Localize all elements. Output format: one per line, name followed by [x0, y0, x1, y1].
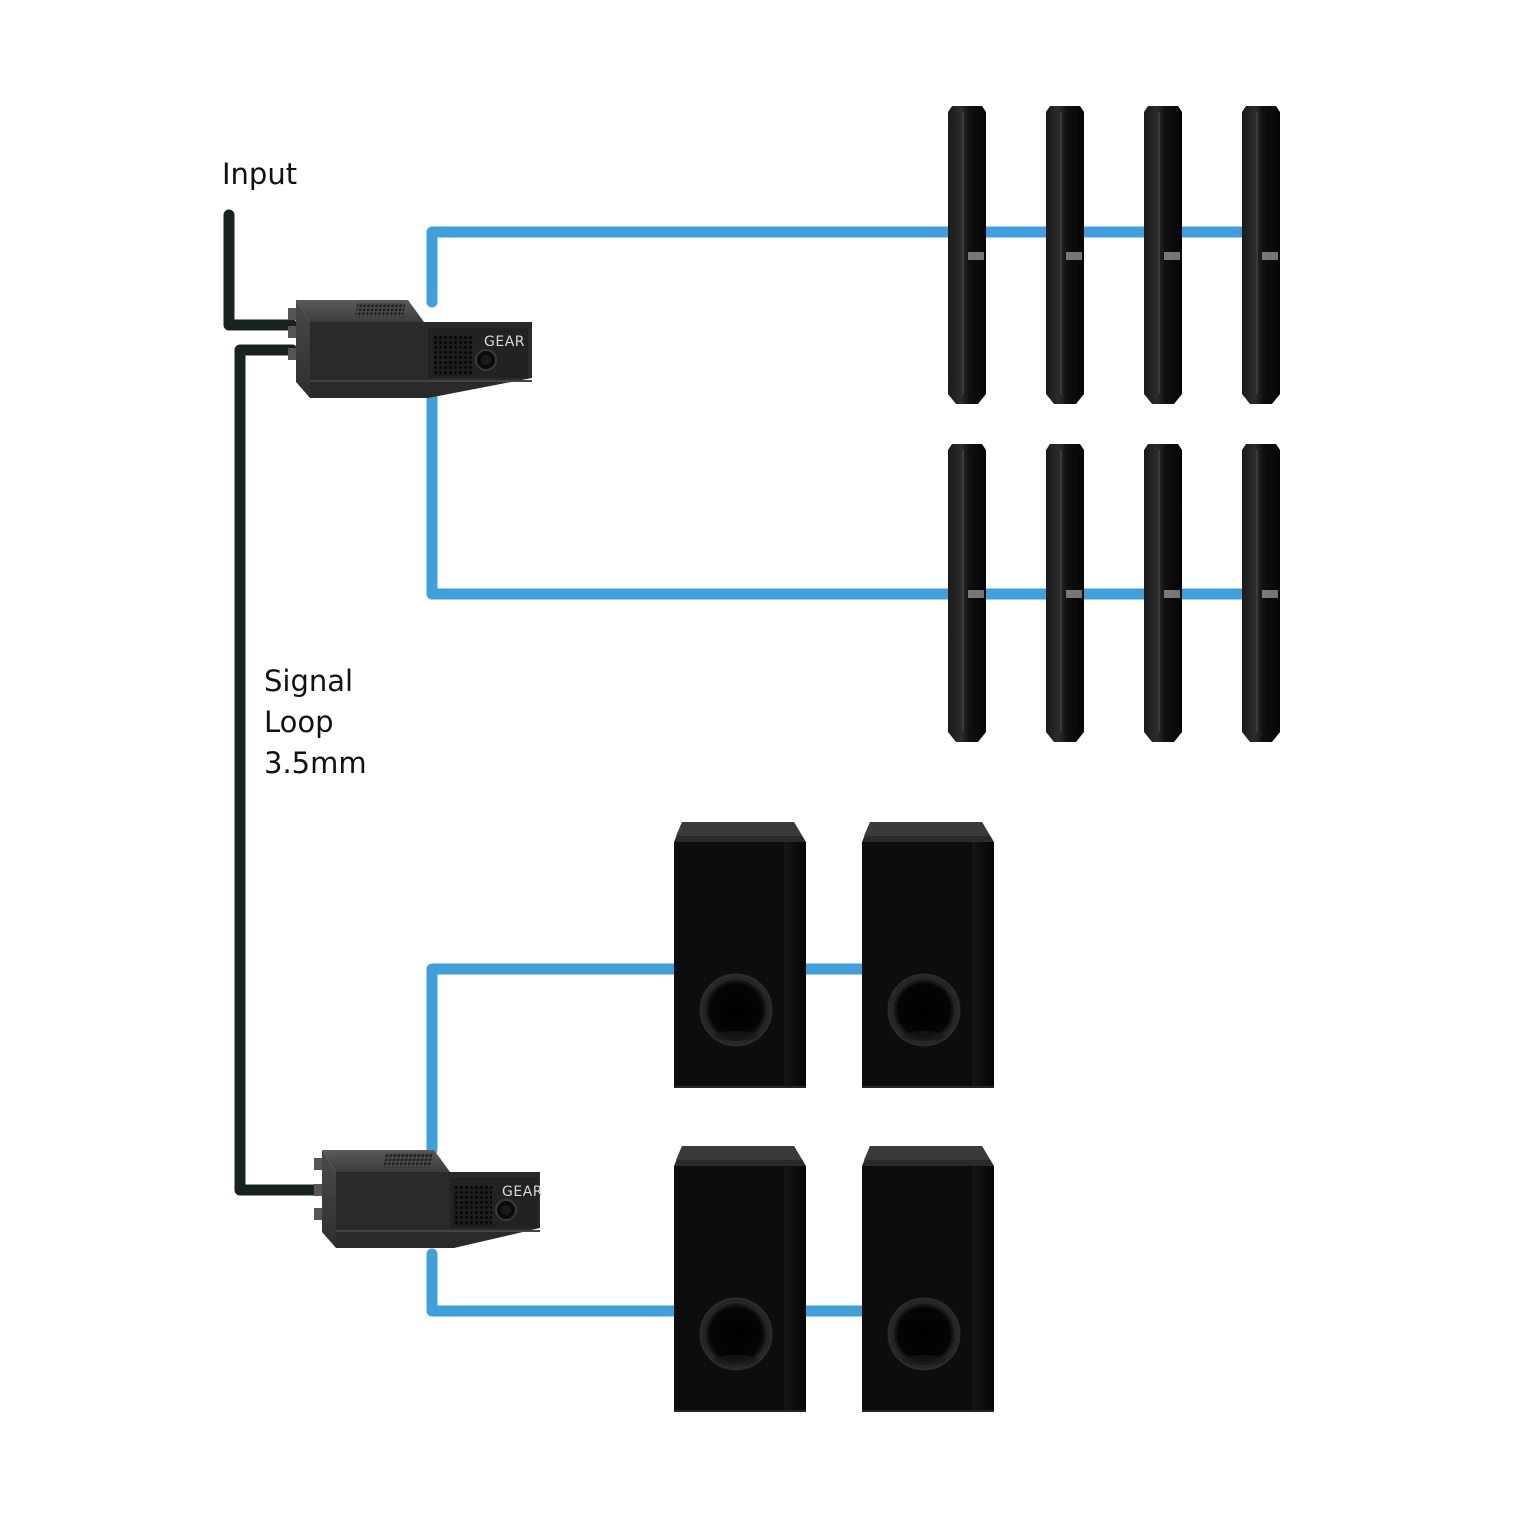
speaker-cables — [426, 226, 1268, 1317]
amplifier-top: GEAR — [288, 300, 532, 398]
cable-top-column-row — [426, 226, 1268, 308]
amplifier-brand-label: GEAR — [484, 334, 525, 350]
amplifier-icon: GEAR — [288, 300, 532, 398]
subwoofer-icon — [674, 822, 806, 1088]
cable-top-sub-row — [426, 963, 886, 1156]
column-speaker-icon — [1242, 444, 1280, 742]
column-speaker-icon — [1046, 444, 1084, 742]
signal-loop-cable — [234, 344, 324, 1196]
amplifier-icon: GEAR — [314, 1150, 543, 1248]
column-speaker-icon — [1242, 106, 1280, 404]
cable-bottom-sub-row — [426, 1248, 886, 1317]
amplifier-brand-label: GEAR — [502, 1184, 543, 1200]
input-cable — [223, 209, 298, 331]
cable-bottom-column-row — [426, 392, 1268, 600]
column-speaker-icon — [1144, 106, 1182, 404]
column-speaker-icon — [1046, 106, 1084, 404]
signal-loop-label-line2: Loop — [264, 705, 334, 739]
subwoofer-icon — [862, 1146, 994, 1412]
column-speaker-icon — [1144, 444, 1182, 742]
signal-loop-label-line3: 3.5mm — [264, 746, 367, 780]
amplifier-bottom: GEAR — [314, 1150, 543, 1248]
subwoofer-icon — [674, 1146, 806, 1412]
signal-loop-label-line1: Signal — [264, 664, 353, 698]
column-speaker-array — [948, 106, 1280, 742]
subwoofer-icon — [862, 822, 994, 1088]
column-speaker-icon — [948, 444, 986, 742]
subwoofer-array — [674, 822, 994, 1412]
column-speaker-icon — [948, 106, 986, 404]
input-label: Input — [222, 157, 297, 191]
signal-cables — [223, 209, 324, 1196]
